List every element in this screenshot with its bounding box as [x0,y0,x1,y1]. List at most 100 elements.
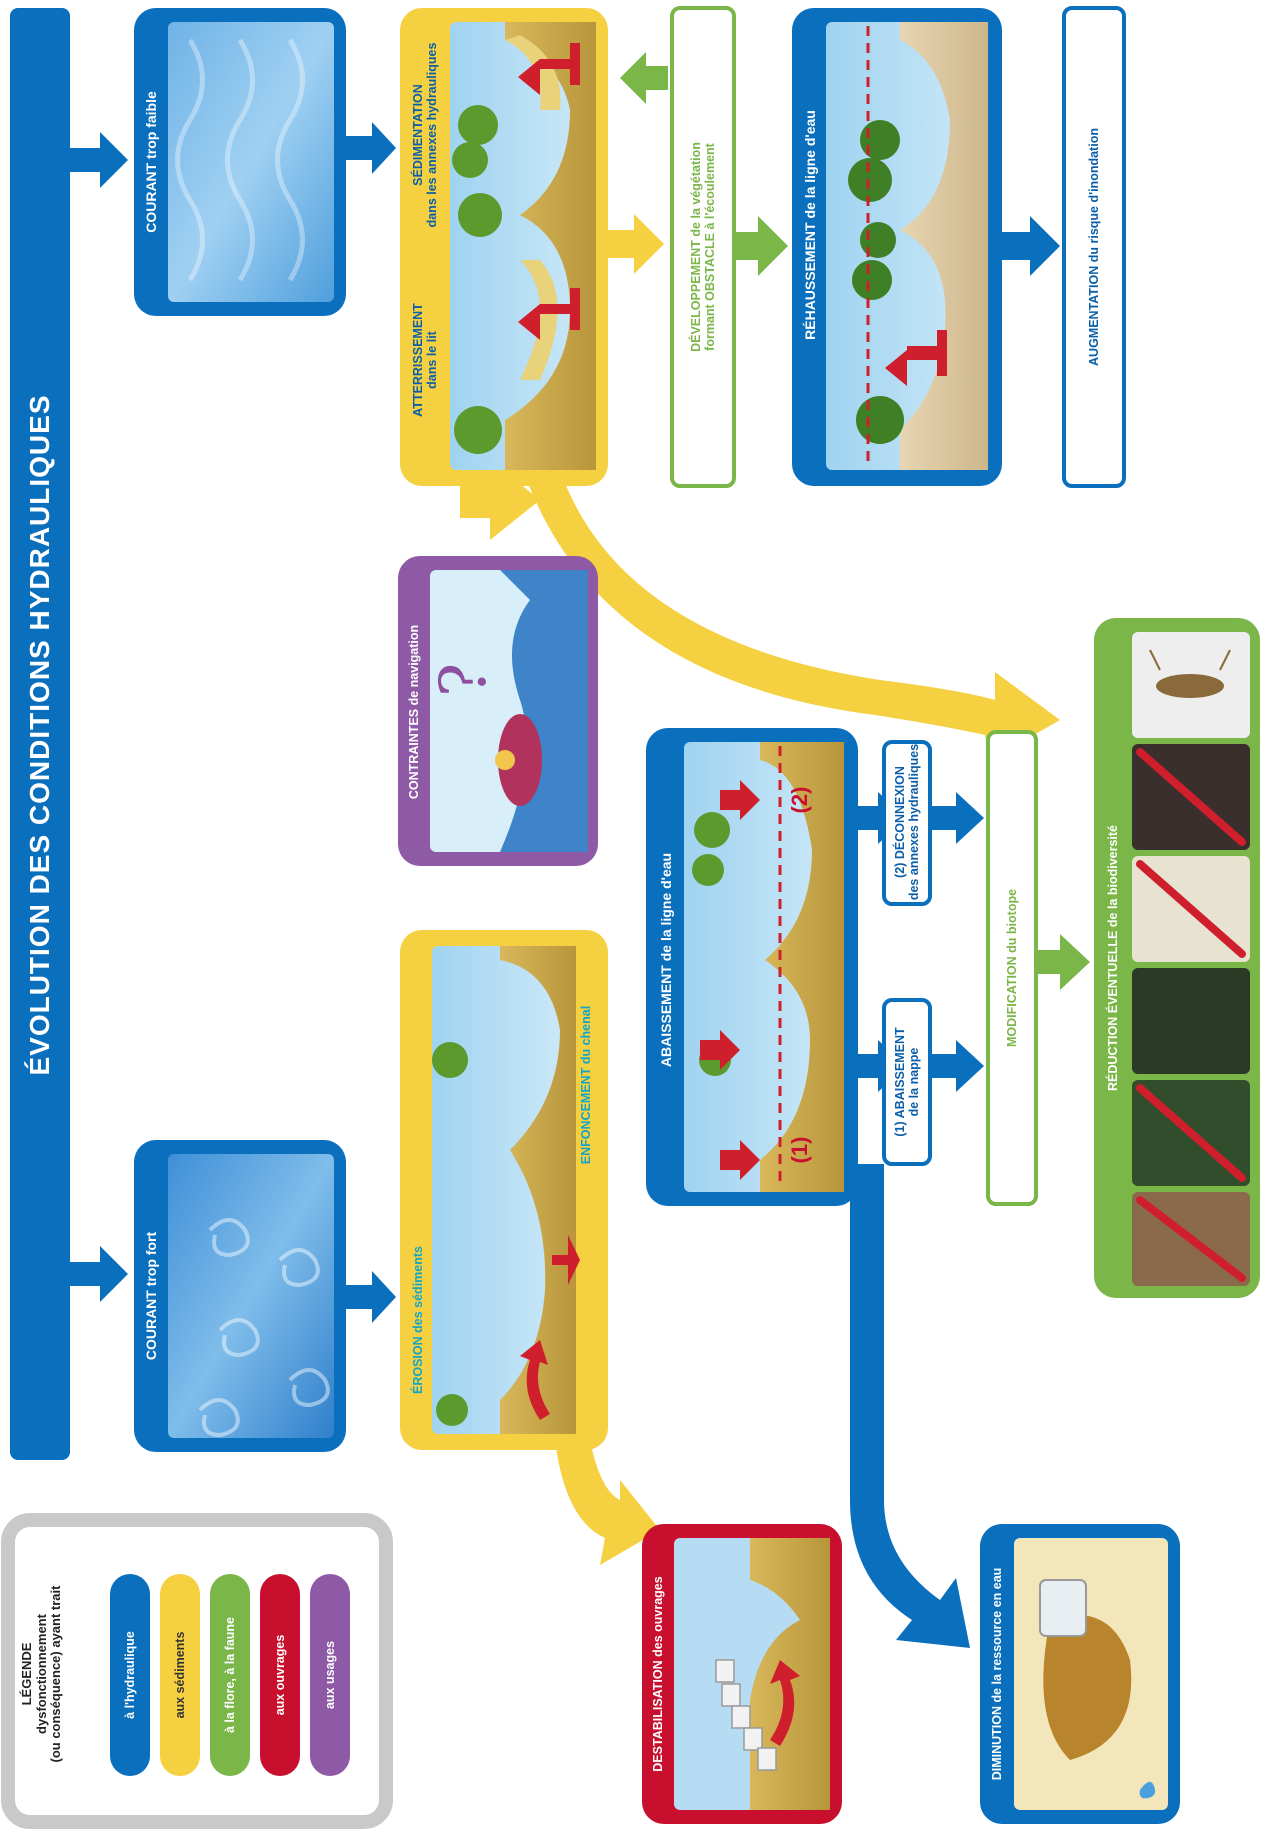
yellow-arrow-to-navigation [460,460,540,540]
blue-arrow-to-augmentation [1002,216,1060,276]
green-arrow-to-reduction [1036,934,1090,990]
erosion-rest: des sédiments [410,1246,425,1333]
erosion-label: ÉROSION des sédiments [407,1205,429,1435]
abaissement-bed [760,742,844,1192]
nappe-label: (1) ABAISSEMENT de la nappe [887,1002,927,1162]
green-arrow-to-sedimentation [620,52,668,104]
courant-faible-label: COURANT trop faible [142,91,159,233]
legend-subtitle-1: dysfonctionnement [33,1614,49,1734]
developpement-line2: formant OBSTACLE à l'écoulement [703,143,717,351]
navigation-bold: CONTRAINTES [406,708,421,800]
paddler-icon [495,750,515,770]
blue-arrow-to-diminution [850,1164,970,1648]
arrow-fort-to-erosion [346,1271,396,1323]
yellow-arrow-to-modification [525,470,1060,760]
courant-fort-image [168,1154,334,1438]
modification-bold: MODIFICATION [1004,956,1019,1048]
blue-arrow-nappe-to-modification [930,1040,984,1092]
legend-label-flore: à la flore, à la faune [222,1617,237,1734]
reduction-rest: de la biodiversité [1105,824,1120,928]
nappe-box [882,998,932,1166]
augmentation-bold: AUGMENTATION [1086,265,1101,366]
legend-subtitle-2: (ou conséquence) ayant trait [48,1585,64,1763]
reduction-label: RÉDUCTION ÉVENTUELLE de la biodiversité [1102,648,1124,1268]
reduction-bold: RÉDUCTION ÉVENTUELLE [1105,930,1120,1092]
erosion-red-arrow-curved [520,1340,550,1420]
main-title-bar [10,8,70,1460]
ouvrage-blocks [715,1659,777,1771]
destabilisation-bold: DESTABILISATION [650,1660,665,1772]
destabilisation-rest: des ouvrages [650,1576,665,1657]
nappe-bold: (1) ABAISSEMENT [892,1027,907,1137]
navigation-label: CONTRAINTES de navigation [403,567,425,857]
question-mark: ? [427,662,502,698]
abaissement-label: ABAISSEMENT de la ligne d'eau [655,800,677,1120]
erosion-trees [432,1042,468,1426]
legend-pill-hydraulique [110,1574,150,1776]
sedimentation-bed [505,22,596,470]
water-ripples-faible [175,38,305,282]
erosion-image [432,946,576,1434]
cracked-soil [1043,1615,1132,1760]
enfoncement-rest: du chenal [578,1005,593,1065]
green-arrow-to-rehaussement [734,216,788,276]
erosion-bed [500,946,576,1434]
nappe-rest: de la nappe [907,1047,921,1117]
legend-pill-sediments [160,1574,200,1776]
developpement-line1: DÉVELOPPEMENT de la végétation [688,142,703,352]
legend-pill-flore [210,1574,250,1776]
navigation-rest: de navigation [406,624,421,706]
sedimentation-deposit-b [505,35,561,110]
diminution-label: DIMINUTION de la ressource en eau [986,1529,1008,1819]
blue-arrow-deconnexion-to-modification [930,792,984,844]
legend-pill-ouvrages [260,1574,300,1776]
modification-rest: du biotope [1004,888,1019,953]
canoe-icon [498,714,542,806]
deconnexion-label: (2) DÉCONNEXION des annexes hydrauliques [887,742,927,902]
courant-fort-label: COURANT trop fort [142,1231,159,1361]
legend-title: LÉGENDE dysfonctionnement (ou conséquenc… [14,1554,70,1794]
abaissement-rest: de la ligne d'eau [657,852,674,962]
water-drop-icon [1139,1781,1156,1799]
destabilisation-label: DESTABILISATION des ouvrages [647,1529,669,1819]
branch-arrow-fort [70,1246,128,1302]
abaissement-mark-1: (1) [787,1136,813,1164]
deconnexion-rest: des annexes hydrauliques [907,743,921,901]
bucket-icon [1039,1579,1087,1637]
yellow-arrow-to-destabilisation [555,1440,660,1565]
legend-label-hydraulique: à l'hydraulique [122,1631,137,1719]
augmentation-label: AUGMENTATION du risque d'inondation [1082,27,1106,467]
legend-pill-usages [310,1574,350,1776]
atterrissement-label: ATTERRISSEMENT dans le lit [405,260,445,460]
insect-icon [1149,649,1231,698]
legend-title-main: LÉGENDE [18,1642,34,1706]
modification-label: MODIFICATION du biotope [1001,748,1023,1188]
rehaussement-bank [900,22,988,470]
sedimentation-label: SÉDIMENTATION dans les annexes hydrauliq… [405,20,445,250]
augmentation-box [1062,6,1126,488]
erosion-red-arrow-down [552,1235,580,1285]
page-title: ÉVOLUTION DES CONDITIONS HYDRAULIQUES [23,394,55,1076]
sedimentation-deposit-a [520,260,558,380]
abaissement-image [684,742,844,1192]
developpement-label: DÉVELOPPEMENT de la végétation formant O… [681,27,725,467]
atterrissement-rest: dans le lit [425,331,439,389]
enfoncement-bold: ENFONCEMENT [578,1067,593,1165]
rehaussement-rest: de la ligne d'eau [801,110,818,219]
water-swirls-fort [198,1218,330,1438]
courant-faible-image [168,22,334,302]
yellow-arrow-to-developpement [608,214,664,274]
strike-through-marks [1136,748,1246,1282]
diminution-rest: de la ressource en eau [989,1567,1004,1703]
legend-label-ouvrages: aux ouvrages [272,1634,287,1716]
legend-label-usages: aux usages [322,1640,337,1710]
atterrissement-bold: ATTERRISSEMENT [410,303,425,417]
enfoncement-label: ENFONCEMENT du chenal [575,970,597,1200]
rehaussement-label: RÉHAUSSEMENT de la ligne d'eau [799,45,821,405]
navigation-water [500,570,588,852]
arrow-faible-to-sedimentation [346,122,396,174]
rehaussement-bold: RÉHAUSSEMENT [801,222,818,340]
augmentation-rest: du risque d'inondation [1086,128,1101,263]
erosion-bold: ÉROSION [410,1336,425,1394]
